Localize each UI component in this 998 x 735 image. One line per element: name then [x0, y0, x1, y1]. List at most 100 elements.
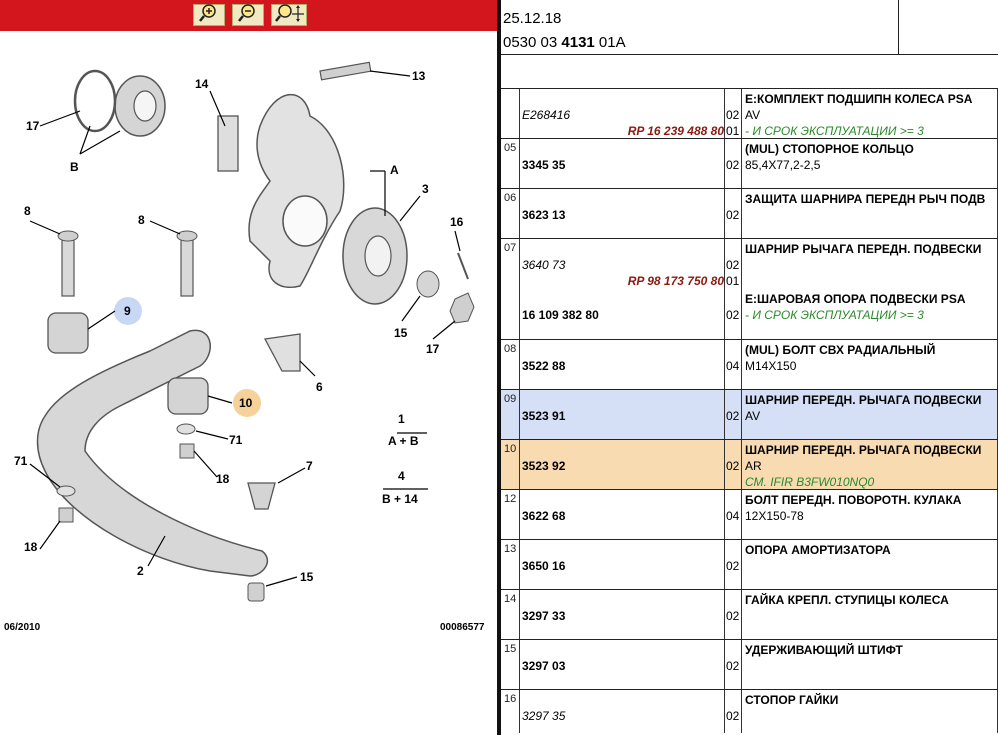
washer-71-left — [56, 485, 76, 497]
part-title: ШАРНИР РЫЧАГА ПЕРЕДН. ПОДВЕСКИ — [745, 242, 982, 256]
zoom-pan-icon — [274, 3, 304, 27]
callout-8-right: 8 — [138, 213, 145, 227]
table-row-selected-10[interactable]: 10 3523 92 02 ШАРНИР ПЕРЕДН. РЫЧАГА ПОДВ… — [501, 440, 998, 490]
table-row[interactable]: E268416 RP 16 239 488 80 02 01 E:КОМПЛЕК… — [501, 89, 998, 139]
part-number: 3650 16 — [522, 559, 566, 573]
part-number: 3522 88 — [522, 359, 566, 373]
part-number-2: 16 109 382 80 — [522, 308, 599, 322]
table-row[interactable]: 12 3622 68 04 БОЛТ ПЕРЕДН. ПОВОРОТН. КУЛ… — [501, 490, 998, 540]
callout-6: 6 — [316, 380, 323, 394]
rp-number[interactable]: RP 16 239 488 80 — [627, 124, 724, 138]
quantity: 01 — [726, 124, 740, 138]
legend: 1 A + B 4 B + 14 — [382, 412, 419, 506]
table-row[interactable]: 07 3640 73 RP 98 173 750 80 02 01 ШАРНИР… — [501, 239, 998, 340]
callout-labels: 17 B 14 13 A 3 16 15 17 6 8 8 9 10 71 18… — [14, 69, 464, 584]
header-spacer — [501, 55, 998, 89]
table-row[interactable]: 13 3650 16 02 ОПОРА АМОРТИЗАТОРА — [501, 540, 998, 590]
part-number: 3622 68 — [522, 509, 566, 523]
callout-15: 16 — [450, 215, 464, 229]
zoom-pan-button[interactable] — [271, 3, 307, 27]
nut-17-shape — [247, 582, 265, 602]
callout-12: 13 — [412, 69, 426, 83]
parts-list-panel: 25.12.18 0530 03 4131 01A E268416 RP 16 … — [501, 0, 998, 735]
part-title-2: E:ШАРОВАЯ ОПОРА ПОДВЕСКИ PSA — [745, 292, 966, 306]
row-ref: 05 — [504, 142, 517, 154]
row-ref: 08 — [504, 343, 517, 355]
callout-8-left: 8 — [24, 204, 31, 218]
callout-18-right: 18 — [216, 472, 230, 486]
row-ref: 07 — [504, 242, 517, 254]
part-subtitle: AV — [745, 108, 761, 122]
boot-shape — [263, 333, 301, 372]
row-ref: 12 — [504, 493, 517, 505]
bushing-9-shape — [47, 312, 89, 354]
part-title: СТОПОР ГАЙКИ — [745, 693, 839, 707]
part-number: 3297 33 — [522, 609, 566, 623]
part-title: ШАРНИР ПЕРЕДН. РЫЧАГА ПОДВЕСКИ — [745, 393, 982, 407]
callout-3: 3 — [422, 182, 429, 196]
washer-14-shape — [416, 270, 440, 298]
legend-4-expr: B + 14 — [382, 492, 418, 506]
part-number: 3297 03 — [522, 659, 566, 673]
row-ref: 13 — [504, 543, 517, 555]
bearing-bore — [133, 90, 157, 122]
quantity: 02 — [726, 409, 740, 423]
legend-4-num: 4 — [398, 469, 405, 483]
part-title: (MUL) СТОПОРНОЕ КОЛЬЦО — [745, 142, 914, 156]
zoom-in-icon — [198, 3, 220, 27]
highlight-9 — [114, 297, 142, 325]
hub-center — [364, 235, 392, 277]
part-subtitle: M14X150 — [745, 359, 797, 373]
callout-17: 15 — [300, 570, 314, 584]
quantity: 02 — [726, 459, 740, 473]
part-title: ЗАЩИТА ШАРНИРА ПЕРЕДН РЫЧ ПОДВ — [745, 192, 986, 206]
part-subtitle: 12X150-78 — [745, 509, 804, 523]
table-row-selected-9[interactable]: 09 3523 91 02 ШАРНИР ПЕРЕДН. РЫЧАГА ПОДВ… — [501, 390, 998, 440]
quantity: 02 — [726, 258, 740, 272]
row-ref: 16 — [504, 693, 517, 705]
panel-divider[interactable] — [497, 0, 501, 735]
row-ref: 15 — [504, 643, 517, 655]
callout-2: 2 — [137, 564, 144, 578]
highlight-10 — [233, 389, 261, 417]
diagram-date: 06/2010 — [4, 622, 41, 633]
rp-number[interactable]: RP 98 173 750 80 — [627, 274, 724, 288]
part-number: 3640 73 — [522, 258, 566, 272]
part-title: (MUL) БОЛТ СВХ РАДИАЛЬНЫЙ — [745, 343, 936, 357]
part-title: ОПОРА АМОРТИЗАТОРА — [745, 543, 891, 557]
part-note: - И СРОК ЭКСПЛУАТАЦИИ >= 3 — [745, 124, 924, 138]
legend-1-num: 1 — [398, 412, 405, 426]
callout-16: 17 — [426, 342, 440, 356]
table-row[interactable]: 16 3297 35 02 СТОПОР ГАЙКИ — [501, 690, 998, 733]
header-code: 0530 03 4131 01A — [503, 34, 626, 51]
bolt-8-right-shape — [180, 235, 194, 297]
zoom-out-icon — [237, 3, 259, 27]
washer-71-right — [176, 423, 196, 435]
callout-18-left: 18 — [24, 540, 38, 554]
row-ref: 09 — [504, 393, 517, 405]
part-number: 3345 35 — [522, 158, 566, 172]
callout-10: 10 — [239, 396, 253, 410]
table-row[interactable]: 05 3345 35 02 (MUL) СТОПОРНОЕ КОЛЬЦО 85,… — [501, 139, 998, 189]
bolt-8-left-head — [57, 230, 79, 242]
quantity: 04 — [726, 359, 740, 373]
table-row[interactable]: 15 3297 03 02 УДЕРЖИВАЮЩИЙ ШТИФТ — [501, 640, 998, 690]
parts-diagram: 17 B 14 13 A 3 16 15 17 6 8 8 9 10 71 18… — [4, 61, 485, 633]
part-title: БОЛТ ПЕРЕДН. ПОВОРОТН. КУЛАКА — [745, 493, 962, 507]
parts-header: 25.12.18 0530 03 4131 01A — [501, 0, 998, 55]
table-row[interactable]: 06 3623 13 02 ЗАЩИТА ШАРНИРА ПЕРЕДН РЫЧ … — [501, 189, 998, 239]
part-title: УДЕРЖИВАЮЩИЙ ШТИФТ — [745, 643, 903, 657]
knuckle-shape — [248, 93, 345, 288]
part-number: 3623 13 — [522, 208, 566, 222]
zoom-in-button[interactable] — [193, 3, 225, 27]
table-row[interactable]: 08 3522 88 04 (MUL) БОЛТ СВХ РАДИАЛЬНЫЙ … — [501, 340, 998, 390]
zoom-out-button[interactable] — [232, 3, 264, 27]
leader-lines — [29, 70, 461, 587]
part-number: E268416 — [522, 108, 571, 122]
part-title: E:КОМПЛЕКТ ПОДШИПН КОЛЕСА PSA — [745, 92, 973, 106]
table-row[interactable]: 14 3297 33 02 ГАЙКА КРЕПЛ. СТУПИЦЫ КОЛЕС… — [501, 590, 998, 640]
callout-13: 14 — [195, 77, 209, 91]
ball-joint-shape — [247, 482, 276, 510]
quantity: 02 — [726, 158, 740, 172]
nut-18-left — [58, 507, 74, 523]
